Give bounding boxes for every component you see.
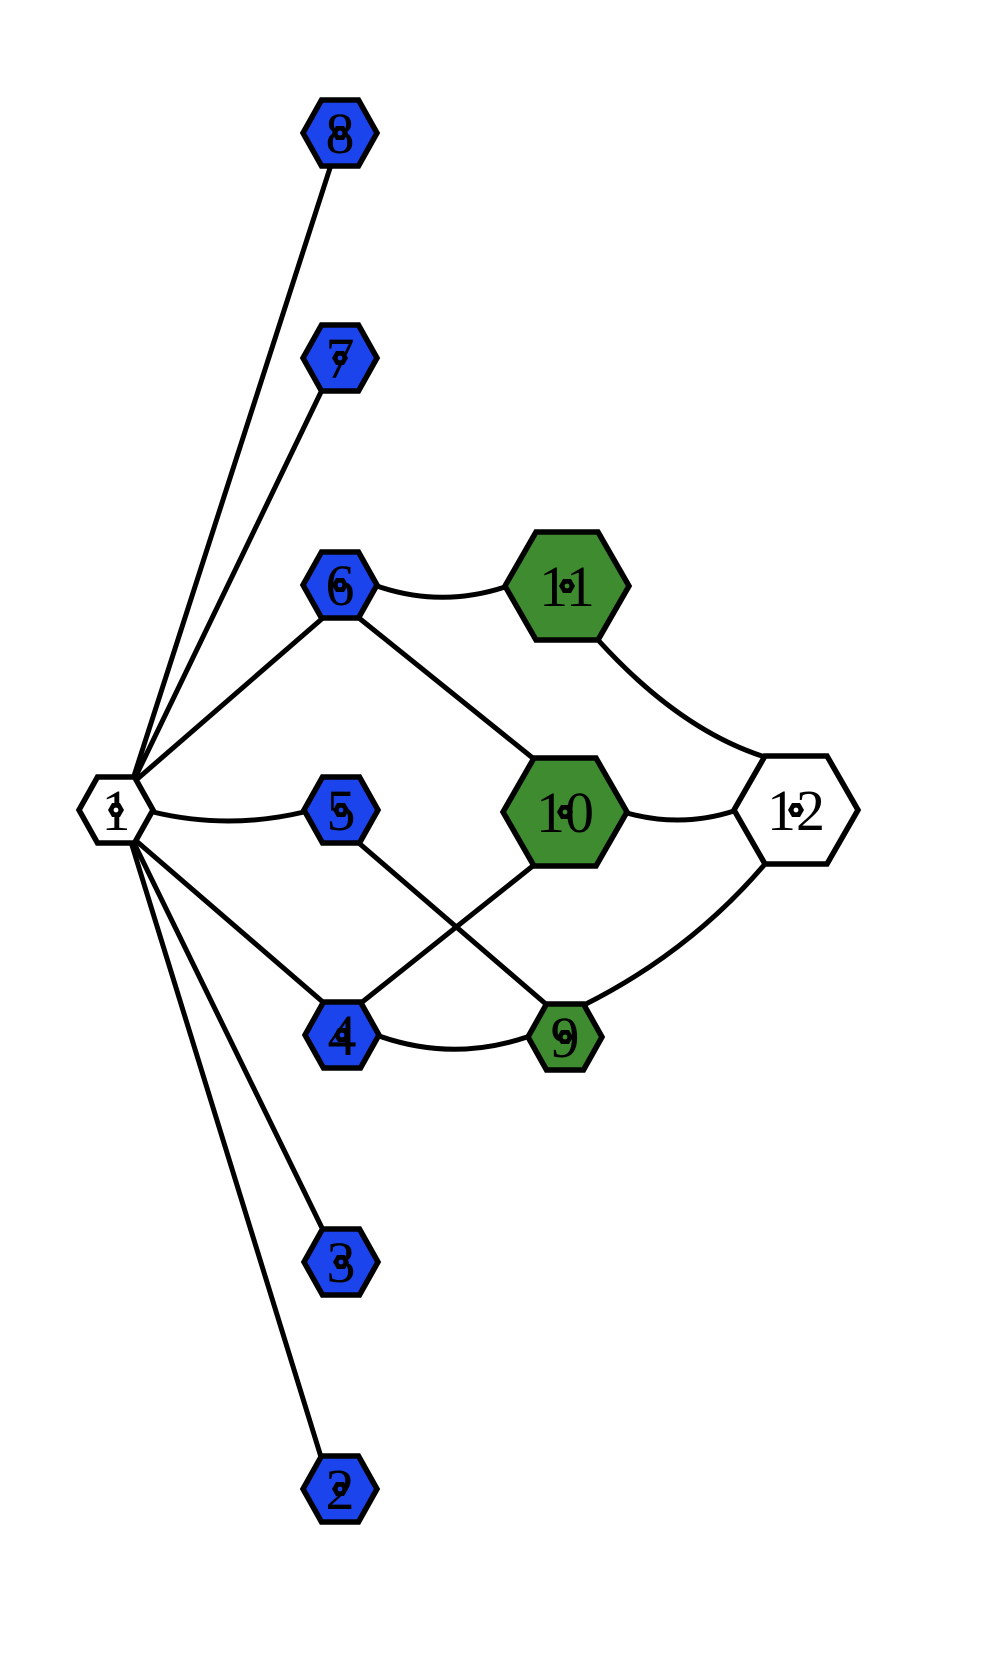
hexagon-dot-center xyxy=(564,583,570,589)
edge-4-10 xyxy=(358,862,537,1006)
graph-node-11: 11 xyxy=(501,529,633,643)
edge-1-5 xyxy=(150,809,307,824)
hexagon-dot-center xyxy=(337,582,343,588)
graph-node-6: 6 xyxy=(299,549,381,621)
hexagon-dot-center xyxy=(562,809,568,815)
hexagon-dot-center xyxy=(338,807,344,813)
hexagon-dot-center xyxy=(337,1486,343,1492)
hexagon-dot-center xyxy=(339,1032,345,1038)
graph-node-5: 5 xyxy=(300,774,382,846)
edge-1-6 xyxy=(132,614,327,784)
graph-node-9: 9 xyxy=(524,1001,606,1073)
edge-11-12 xyxy=(596,638,768,760)
edge-6-11 xyxy=(374,583,508,600)
graph-node-4: 4 xyxy=(301,999,383,1071)
graph-node-2: 2 xyxy=(299,1453,381,1525)
graph-node-10: 10 xyxy=(499,755,631,869)
hexagon-dot-center xyxy=(113,807,119,813)
edge-1-8 xyxy=(130,165,333,782)
hexagon-dot-center xyxy=(337,130,343,136)
edge-9-12 xyxy=(581,861,768,1008)
graph-node-7: 7 xyxy=(299,322,381,394)
hexagon-dot-center xyxy=(337,355,343,361)
edge-1-2 xyxy=(128,839,324,1460)
edge-6-10 xyxy=(356,615,537,762)
edge-1-3 xyxy=(130,838,326,1233)
hexagon-dot-center xyxy=(562,1034,568,1040)
hexagon-dot-center xyxy=(793,807,799,813)
graph-node-1: 1 xyxy=(75,774,157,846)
edge-1-4 xyxy=(131,836,327,1006)
graph-node-3: 3 xyxy=(300,1226,382,1298)
edge-1-7 xyxy=(131,389,324,783)
edge-10-12 xyxy=(624,808,737,823)
graph-node-12: 12 xyxy=(730,753,862,867)
edge-5-9 xyxy=(357,841,550,1008)
graph-node-8: 8 xyxy=(299,97,381,169)
hexagon-dot-center xyxy=(338,1259,344,1265)
edge-4-9 xyxy=(376,1033,530,1052)
